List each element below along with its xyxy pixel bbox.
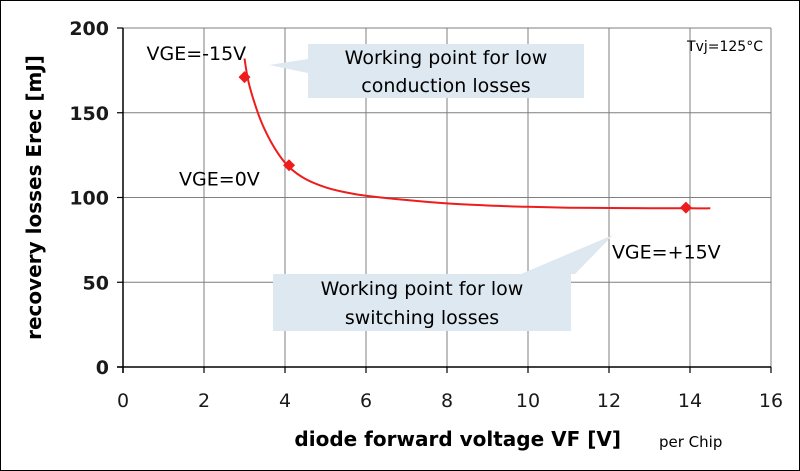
x-tick-label: 10 (516, 390, 540, 412)
data-point-marker (238, 71, 251, 84)
series-layer: VGE=-15V VGE=0V VGE=+15V (147, 43, 721, 264)
callout-switching-text: switching losses (345, 307, 499, 329)
x-tick-label: 2 (198, 390, 210, 412)
x-tick-label: 16 (759, 390, 783, 412)
y-axis-label: recovery losses Erec [mJ] (22, 55, 46, 340)
callout-conduction: Working point for low conduction losses (269, 44, 584, 98)
y-tick-label: 100 (69, 188, 109, 210)
x-tick-label: 6 (360, 390, 372, 412)
series-line (243, 58, 711, 210)
x-tick-label: 12 (597, 390, 621, 412)
callout-conduction-box (308, 44, 584, 98)
condition-label: Tvj=125°C (686, 39, 763, 55)
y-tick-label: 50 (83, 272, 109, 294)
callout-conduction-text: Working point for low (345, 47, 548, 69)
data-point-marker (283, 159, 296, 172)
callout-switching: Working point for low switching losses (273, 235, 613, 331)
data-point-label: VGE=-15V (147, 43, 247, 65)
x-axis-suffix: per Chip (659, 433, 722, 451)
data-point-label: VGE=+15V (612, 242, 721, 264)
callout-switching-tail (521, 235, 613, 274)
y-tick-label: 0 (96, 357, 109, 379)
labels-layer: recovery losses Erec [mJ] diode forward … (22, 39, 763, 451)
callout-conduction-text: conduction losses (361, 75, 530, 97)
data-point-marker (679, 201, 692, 214)
callout-switching-text: Working point for low (321, 278, 524, 300)
y-tick-label: 200 (69, 18, 109, 40)
x-tick-label: 8 (441, 390, 453, 412)
callout-switching-box (273, 274, 571, 331)
callout-conduction-tail (269, 59, 308, 73)
x-tick-label: 0 (117, 390, 129, 412)
x-tick-label: 14 (678, 390, 702, 412)
data-point-label: VGE=0V (179, 168, 260, 190)
y-tick-label: 150 (69, 103, 109, 125)
x-axis-label: diode forward voltage VF [V] (294, 427, 621, 451)
axes-layer: 0 2 4 6 8 10 12 14 16 0 50 100 150 200 (69, 18, 783, 412)
x-tick-label: 4 (279, 390, 291, 412)
